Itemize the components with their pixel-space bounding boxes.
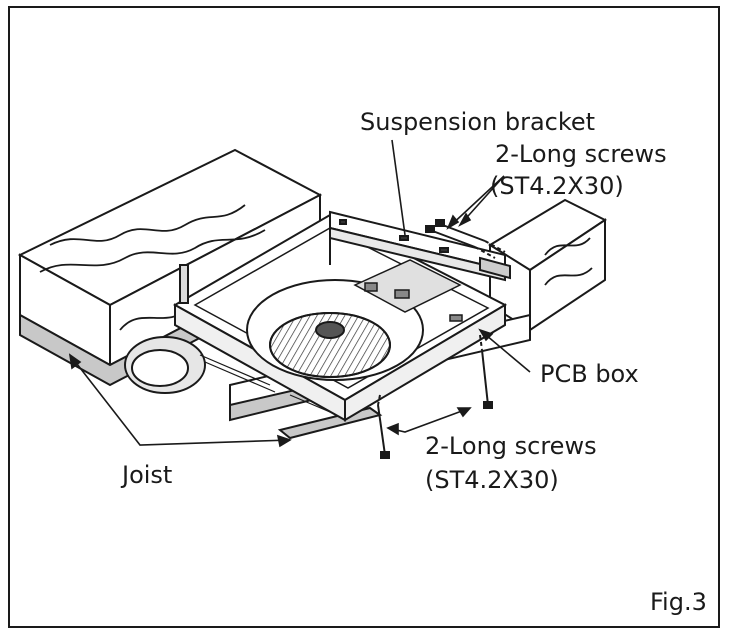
suspension-bracket-label: Suspension bracket (360, 108, 595, 136)
pcb-box-label: PCB box (540, 360, 639, 388)
side-vents (199, 354, 331, 413)
fan-wheel (246, 279, 424, 381)
bottom-screws-label: 2-Long screws (425, 432, 597, 460)
top-screws-label: 2-Long screws (495, 140, 667, 168)
suspension-bracket (329, 210, 511, 282)
pcb-box (353, 259, 463, 322)
duct-collar (124, 336, 206, 394)
leader-lines (68, 139, 531, 448)
bottom-screws-spec: (ST4.2X30) (425, 466, 559, 494)
bottom-screws (377, 334, 493, 459)
top-screws-spec: (ST4.2X30) (490, 172, 624, 200)
figure-number: Fig.3 (650, 588, 707, 616)
joist-label: Joist (120, 461, 172, 489)
top-screws (425, 219, 506, 259)
